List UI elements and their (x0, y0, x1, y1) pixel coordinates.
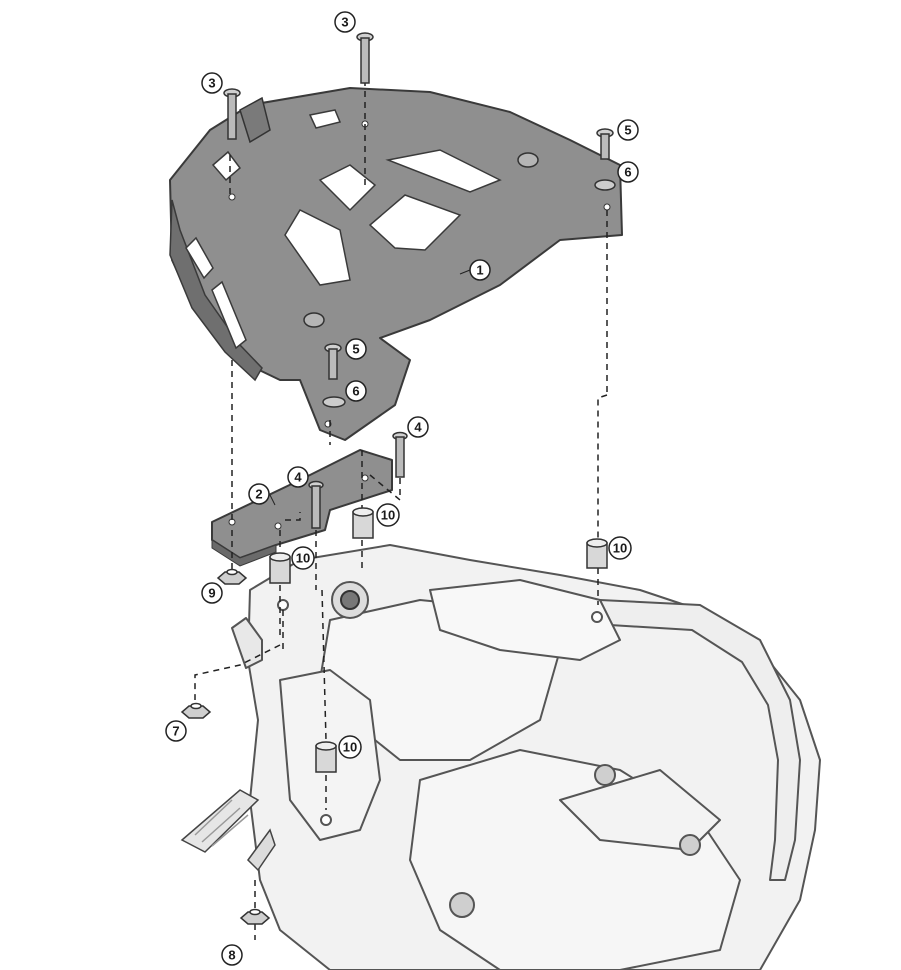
callout-4b: 4 (287, 466, 309, 488)
callout-circle (201, 72, 223, 94)
bolt-5-center (324, 343, 342, 380)
callout-circle (617, 119, 639, 141)
callout-number: 8 (228, 948, 235, 963)
spacer-10-c (586, 538, 608, 569)
callout-10d: 10 (338, 735, 362, 759)
bolt-3-left (223, 88, 241, 140)
callout-10c: 10 (608, 536, 632, 560)
nut-7 (180, 702, 212, 719)
callout-number: 3 (341, 15, 348, 30)
callout-5a: 5 (617, 119, 639, 141)
callout-number: 4 (414, 420, 422, 435)
top-rack-plate (169, 87, 623, 441)
callout-circle (617, 161, 639, 183)
callout-6b: 6 (345, 380, 367, 402)
callout-1: 1 (469, 259, 491, 281)
callout-circle (608, 536, 632, 560)
callout-number: 4 (294, 470, 302, 485)
nut-8 (239, 908, 271, 925)
callout-number: 10 (296, 551, 310, 566)
callout-10b: 10 (291, 546, 315, 570)
callout-7: 7 (165, 720, 187, 742)
callout-number: 6 (624, 165, 631, 180)
callout-number: 1 (476, 263, 483, 278)
callout-number: 10 (381, 508, 395, 523)
callout-10a: 10 (376, 503, 400, 527)
callout-circle (291, 546, 315, 570)
callout-circle (221, 944, 243, 966)
callout-circle (248, 483, 270, 505)
callout-9: 9 (201, 582, 223, 604)
bolt-4-left (308, 480, 324, 529)
hardware (180, 32, 616, 925)
callout-3b: 3 (201, 72, 223, 94)
callout-circle (338, 735, 362, 759)
callout-number: 5 (624, 123, 631, 138)
callout-circle (376, 503, 400, 527)
assembly-guide-lines (194, 80, 608, 940)
callout-number: 9 (208, 586, 215, 601)
motorcycle-rear-frame (231, 544, 821, 970)
callout-circle (345, 380, 367, 402)
callout-circle (469, 259, 491, 281)
callout-number: 10 (343, 740, 357, 755)
spacer-10-a (352, 507, 374, 539)
washer-6-center (322, 396, 346, 408)
bolt-4-right (392, 431, 408, 478)
callout-number: 7 (172, 724, 179, 739)
callout-circle (345, 338, 367, 360)
bolt-5-right (596, 128, 614, 160)
callout-number: 2 (255, 487, 262, 502)
callout-labels: 1 2 3 3 4 4 5 5 6 6 7 8 9 10 10 10 10 (165, 11, 639, 966)
callout-circle (201, 582, 223, 604)
callout-2: 2 (248, 483, 270, 505)
callout-4a: 4 (407, 416, 429, 438)
callout-number: 3 (208, 76, 215, 91)
callout-number: 6 (352, 384, 359, 399)
callout-number: 10 (613, 541, 627, 556)
washer-6-right (594, 179, 616, 191)
callout-6a: 6 (617, 161, 639, 183)
callout-circle (287, 466, 309, 488)
callout-8: 8 (221, 944, 243, 966)
turn-signal-lens (180, 789, 276, 872)
callout-number: 5 (352, 342, 359, 357)
nut-9 (216, 568, 248, 585)
callout-circle (334, 11, 356, 33)
callout-circle (407, 416, 429, 438)
bolt-3-top (356, 32, 374, 84)
callout-circle (165, 720, 187, 742)
callout-5b: 5 (345, 338, 367, 360)
adaptor-bracket (211, 449, 393, 567)
callout-3a: 3 (334, 11, 356, 33)
spacer-10-d (315, 741, 337, 773)
spacer-10-b (269, 552, 291, 584)
